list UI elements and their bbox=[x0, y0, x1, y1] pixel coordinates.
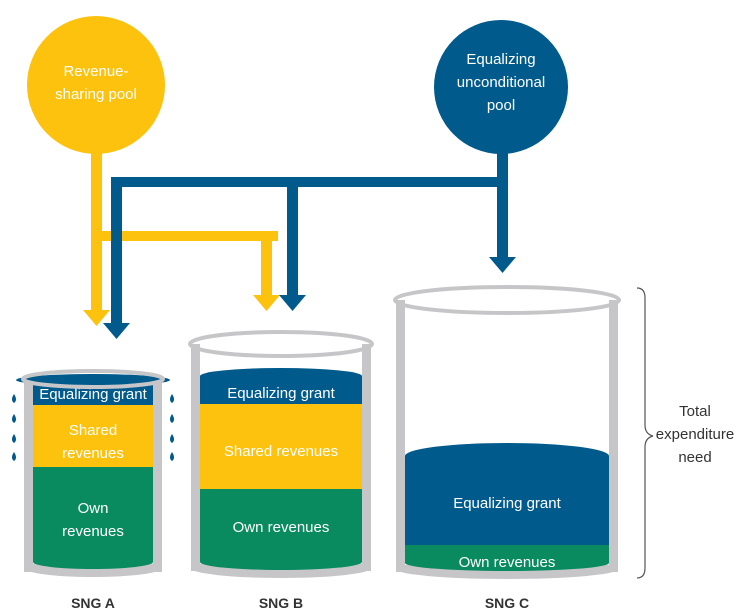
blue-pipe bbox=[103, 148, 516, 339]
svg-text:Equalizing grant: Equalizing grant bbox=[227, 385, 335, 402]
revenue-sharing-label-1: Revenue- bbox=[63, 63, 128, 80]
revenue-sharing-label-2: sharing pool bbox=[55, 86, 137, 103]
equalizing-pool-label-2: unconditional bbox=[457, 74, 545, 91]
sng-c-own-revenues: Own revenues bbox=[405, 545, 609, 571]
svg-text:Own: Own bbox=[78, 500, 109, 517]
sng-b-own-revenues: Own revenues bbox=[200, 481, 362, 570]
revenue-sharing-pool: Revenue- sharing pool bbox=[27, 16, 165, 154]
annotation-line-3: need bbox=[678, 449, 711, 466]
sng-a-shared-revenues: Shared revenues bbox=[33, 398, 153, 467]
svg-text:Own revenues: Own revenues bbox=[459, 554, 556, 571]
container-sng-b: Own revenues Shared revenues Equalizing … bbox=[188, 330, 374, 611]
sng-b-caption: SNG B bbox=[259, 595, 303, 611]
equalizing-pool: Equalizing unconditional pool bbox=[434, 20, 568, 154]
equalizing-pool-label-1: Equalizing bbox=[466, 51, 535, 68]
svg-text:Shared revenues: Shared revenues bbox=[224, 443, 338, 460]
sng-b-shared-revenues: Shared revenues bbox=[200, 396, 362, 489]
sng-a-own-revenues: Own revenues bbox=[33, 460, 153, 569]
svg-text:revenues: revenues bbox=[62, 523, 124, 540]
sng-a-equalizing-grant: Equalizing grant bbox=[16, 374, 170, 405]
blue-arrow-a bbox=[103, 323, 130, 339]
equalizing-pool-label-3: pool bbox=[487, 97, 515, 114]
svg-text:Equalizing grant: Equalizing grant bbox=[39, 386, 147, 403]
yellow-pipe bbox=[83, 110, 280, 326]
yellow-arrow-a bbox=[83, 310, 110, 326]
annotation-line-2: expenditure bbox=[656, 426, 734, 443]
svg-text:revenues: revenues bbox=[62, 445, 124, 462]
container-sng-c: Own revenues Equalizing grant SNG C bbox=[393, 285, 621, 611]
overflow-drops-icon bbox=[12, 394, 174, 461]
svg-text:Own revenues: Own revenues bbox=[233, 519, 330, 536]
blue-arrow-b bbox=[279, 295, 306, 311]
blue-arrow-c bbox=[489, 257, 516, 273]
sng-c-caption: SNG C bbox=[485, 595, 529, 611]
svg-text:Shared: Shared bbox=[69, 422, 117, 439]
annotation-line-1: Total bbox=[679, 403, 711, 420]
yellow-arrow-b bbox=[253, 295, 280, 311]
sng-a-caption: SNG A bbox=[71, 595, 115, 611]
container-sng-a: Own revenues Shared revenues Equalizing … bbox=[12, 369, 174, 611]
svg-text:Equalizing grant: Equalizing grant bbox=[453, 495, 561, 512]
sng-c-equalizing-grant: Equalizing grant bbox=[405, 443, 609, 545]
sng-b-equalizing-grant: Equalizing grant bbox=[200, 368, 362, 404]
expenditure-bracket bbox=[636, 287, 654, 579]
